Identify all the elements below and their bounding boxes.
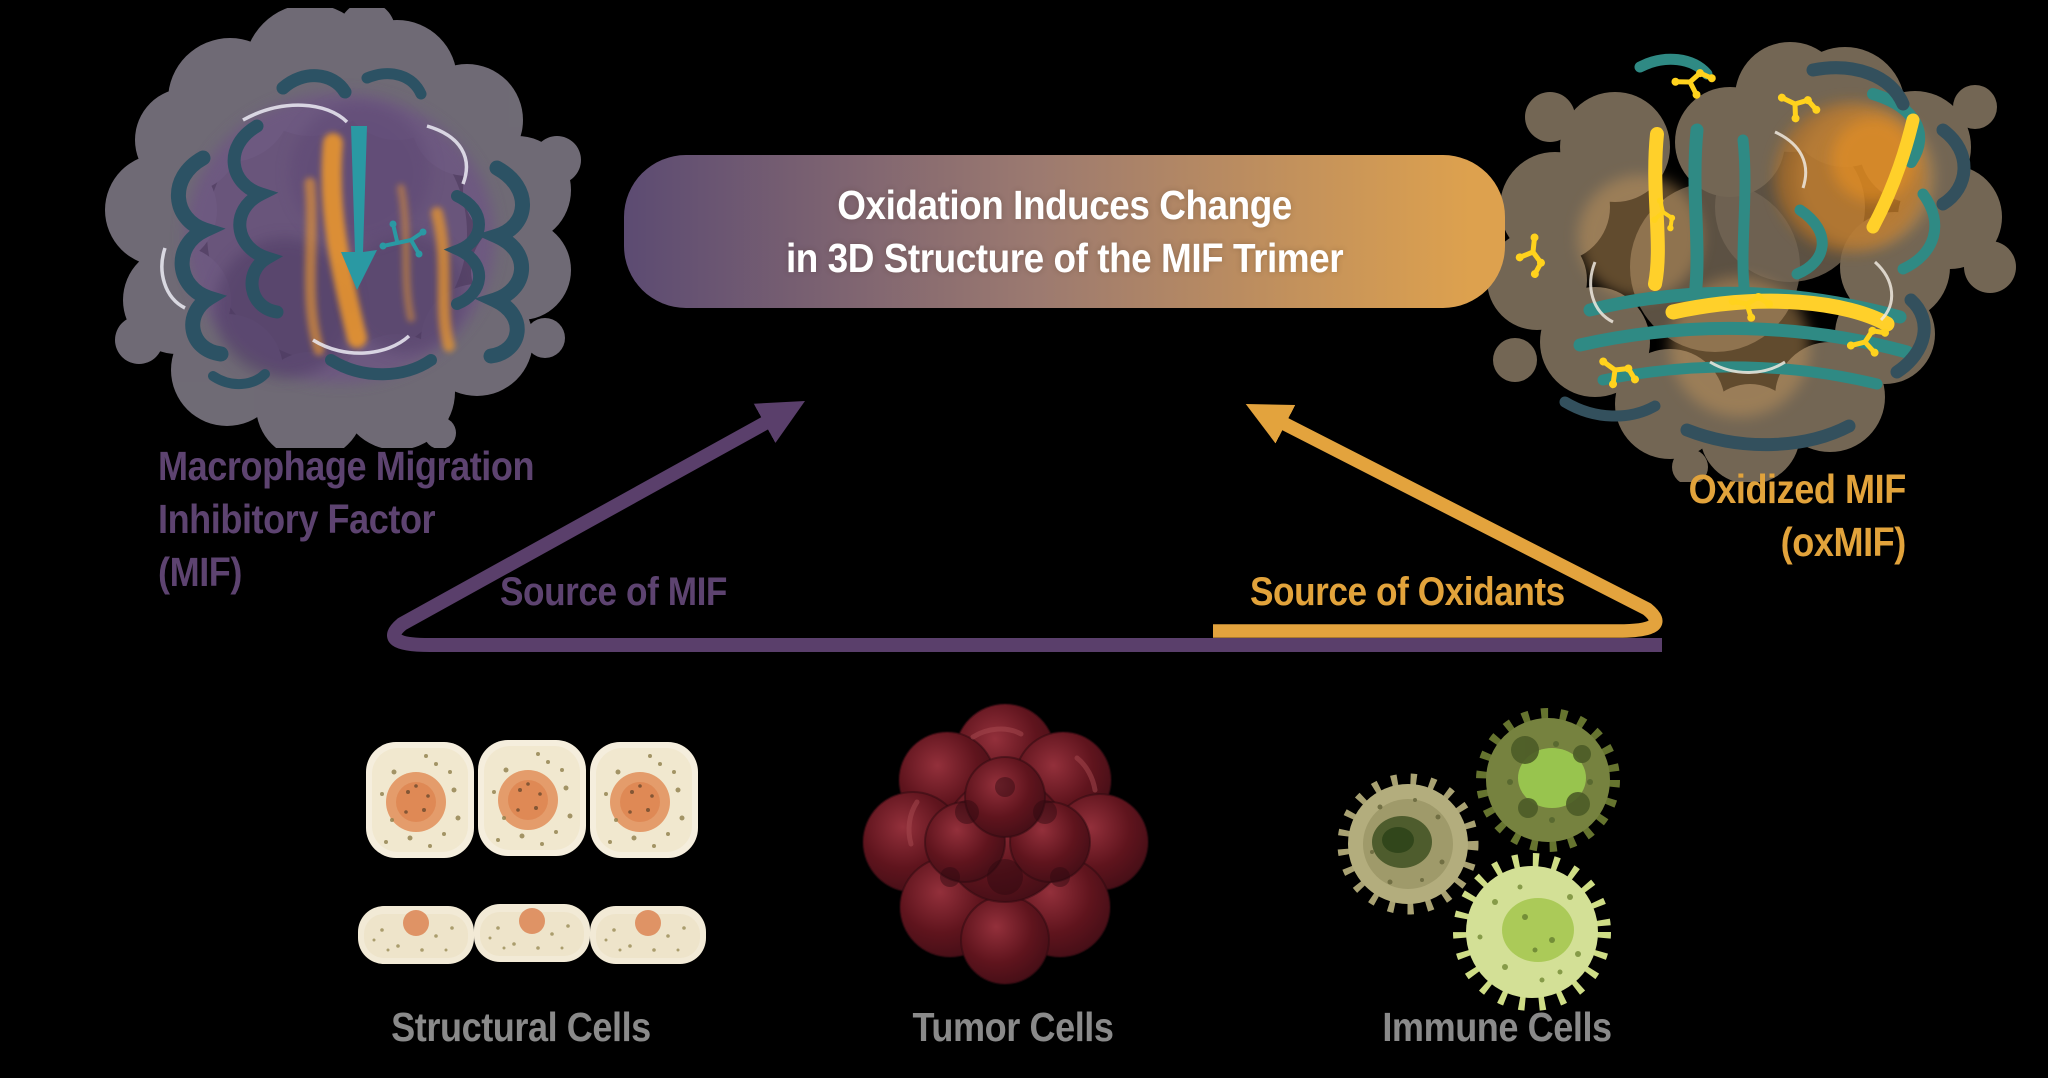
banner-oxidation-title: Oxidation Induces Change in 3D Structure…	[624, 155, 1505, 308]
mif-orange-core	[304, 133, 455, 356]
immune-cells-label: Immune Cells	[1382, 1004, 1612, 1050]
mif-source-arrow	[387, 400, 1662, 652]
immune-cell-light-green	[1453, 853, 1611, 1011]
banner-title-line-1: Oxidation Induces Change	[837, 181, 1292, 228]
immune-cells-illustration	[1337, 708, 1620, 1011]
oxidant-source-arrow	[1213, 403, 1663, 638]
oxmif-label-line-2: (oxMIF)	[1780, 519, 1907, 565]
mif-label-line-3: (MIF)	[158, 549, 242, 595]
tumor-cells-illustration	[862, 703, 1149, 985]
structural-cells-label: Structural Cells	[391, 1004, 651, 1050]
banner-title-line-2: in 3D Structure of the MIF Trimer	[785, 234, 1344, 281]
mif-label-line-2: Inhibitory Factor	[158, 496, 436, 542]
oxmif-label-line-1: Oxidized MIF	[1688, 466, 1907, 512]
immune-cell-olive	[1337, 773, 1479, 915]
mif-label: Macrophage Migration Inhibitory Factor (…	[158, 440, 535, 599]
mif-label-line-1: Macrophage Migration	[158, 443, 535, 489]
structural-cells-illustration	[358, 740, 706, 964]
oxmif-slate-ribbons	[1559, 61, 1971, 452]
source-of-oxidants-label: Source of Oxidants	[1250, 570, 1565, 614]
source-of-mif-label: Source of MIF	[500, 570, 727, 614]
oxmif-loops	[1589, 130, 1894, 374]
mif-beta-strand	[341, 126, 427, 290]
mif-structure-illustration	[105, 8, 581, 448]
tumor-cells-label: Tumor Cells	[912, 1004, 1114, 1050]
mif-loops	[160, 103, 469, 355]
immune-cell-dark-green	[1476, 708, 1620, 852]
oxmif-label: Oxidized MIF (oxMIF)	[1688, 463, 1907, 569]
mif-helix-ribbons	[170, 68, 530, 389]
oxmif-structure-illustration	[1487, 42, 2016, 482]
